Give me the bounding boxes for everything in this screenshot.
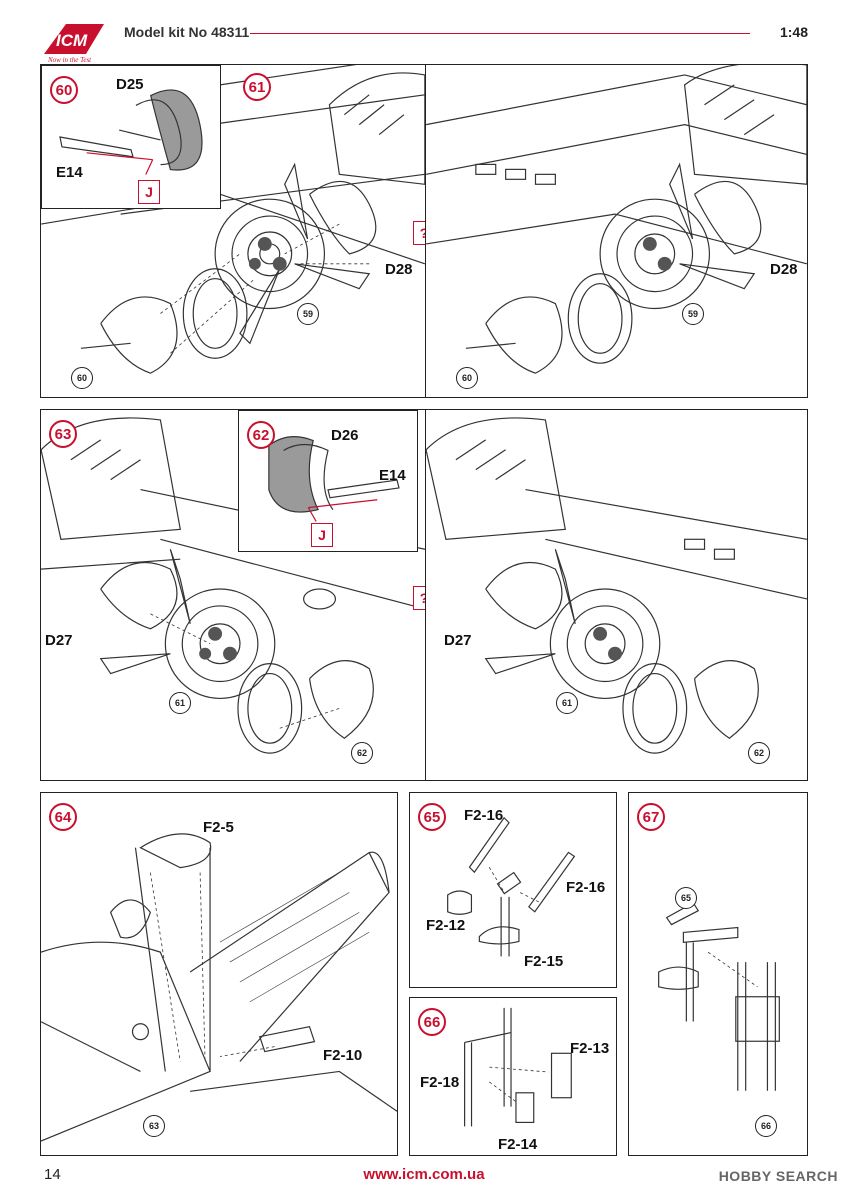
step-number-62: 62 — [247, 421, 275, 449]
ammo-rack-drawing — [464, 1007, 572, 1127]
hobby-search-watermark: HOBBY SEARCH — [718, 1168, 838, 1184]
fuselage-turret-drawing — [41, 833, 397, 1142]
part-label-d28: D28 — [385, 261, 413, 278]
step-number-64: 64 — [49, 803, 77, 831]
ref-step-62: 62 — [351, 742, 373, 764]
mark-j-box: J — [311, 523, 333, 547]
ref-step-66: 66 — [755, 1115, 777, 1137]
svg-text:ICM: ICM — [56, 31, 88, 50]
question-mark-box: ? — [413, 221, 425, 245]
panel-step-61: 61 D28 59 60 ? 60 D25 E14 J — [40, 64, 426, 398]
part-label-d27: D27 — [45, 632, 73, 649]
ref-step-61: 61 — [556, 692, 578, 714]
part-label-e14: E14 — [379, 467, 406, 484]
icm-logo: ICM Now in the Test — [44, 24, 104, 64]
step-number-66: 66 — [418, 1008, 446, 1036]
ref-step-61: 61 — [169, 692, 191, 714]
ref-step-60: 60 — [456, 367, 478, 389]
inset-step-62: 62 D26 E14 J — [238, 410, 418, 552]
step-number-60: 60 — [50, 76, 78, 104]
ref-step-63: 63 — [143, 1115, 165, 1137]
mark-j-box: J — [138, 180, 160, 204]
part-label-f2-16-a: F2-16 — [464, 807, 504, 824]
inset-step-60: 60 D25 E14 J — [41, 65, 221, 209]
ref-step-65: 65 — [675, 887, 697, 909]
question-mark-box: ? — [413, 586, 425, 610]
ref-step-60: 60 — [71, 367, 93, 389]
part-label-d28: D28 — [770, 261, 798, 278]
page-number: 14 — [44, 1166, 61, 1183]
part-label-e14: E14 — [56, 164, 83, 181]
panel-step-64: 64 F2-5 F2-10 63 — [40, 792, 398, 1156]
scale-label: 1:48 — [779, 24, 808, 40]
step-number-67: 67 — [637, 803, 665, 831]
part-label-d27: D27 — [444, 632, 472, 649]
step-number-61: 61 — [243, 73, 271, 101]
ref-step-59: 59 — [682, 303, 704, 325]
ref-step-59: 59 — [297, 303, 319, 325]
part-label-f2-5: F2-5 — [203, 819, 234, 836]
panel-step-67: 67 65 66 — [628, 792, 808, 1156]
panel-step-63: 63 D27 61 62 ? 62 D26 E14 J — [40, 409, 426, 781]
part-label-f2-18: F2-18 — [420, 1074, 460, 1091]
part-label-d26: D26 — [331, 427, 359, 444]
part-label-d25: D25 — [116, 76, 144, 93]
ref-step-62: 62 — [748, 742, 770, 764]
gun-mount-drawing — [447, 816, 576, 957]
part-label-f2-15: F2-15 — [524, 953, 564, 970]
step-number-65: 65 — [418, 803, 446, 831]
panel-step-63-result: D27 61 62 — [425, 409, 808, 781]
part-label-f2-16-b: F2-16 — [566, 879, 606, 896]
part-label-f2-12: F2-12 — [426, 917, 466, 934]
engine-result-drawing-right — [426, 417, 807, 754]
svg-text:Now in the Test: Now in the Test — [47, 56, 92, 64]
engine-assembly-drawing — [41, 65, 425, 374]
panel-step-65: 65 F2-16 F2-16 F2-12 F2-15 — [409, 792, 617, 988]
step-number-63: 63 — [49, 420, 77, 448]
turret-combine-drawing — [658, 902, 780, 1091]
exhaust-detail-drawing-left — [268, 436, 400, 522]
exhaust-detail-drawing — [59, 89, 203, 175]
panel-step-66: 66 F2-13 F2-18 F2-14 — [409, 997, 617, 1156]
part-label-f2-13: F2-13 — [570, 1040, 610, 1057]
part-label-f2-10: F2-10 — [323, 1047, 363, 1064]
header-rule — [250, 33, 750, 34]
panel-step-61-result: D28 59 60 — [425, 64, 808, 398]
website-url: www.icm.com.ua — [363, 1166, 485, 1183]
part-label-f2-14: F2-14 — [498, 1136, 538, 1153]
engine-result-drawing — [426, 65, 807, 374]
model-kit-title: Model kit No 48311 — [124, 24, 250, 40]
